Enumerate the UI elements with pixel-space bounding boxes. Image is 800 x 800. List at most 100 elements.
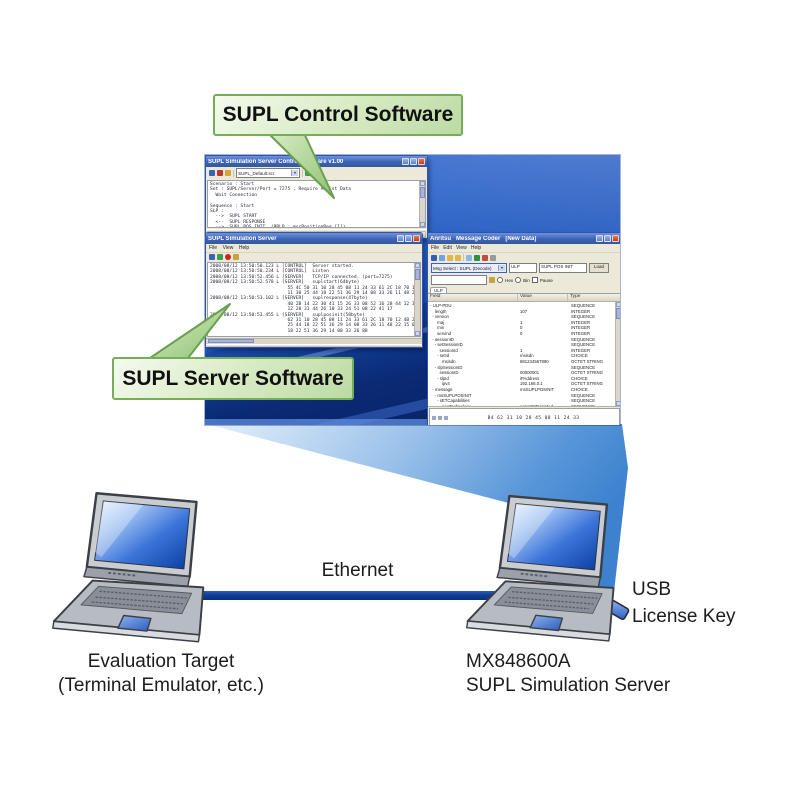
toolbar-icon bbox=[209, 170, 215, 176]
scroll-thumb bbox=[415, 269, 420, 280]
callout-label: SUPL Control Software bbox=[222, 103, 454, 126]
toolbar-icon bbox=[447, 254, 453, 261]
message-select-value: Msg Select : SUPL (Decode) bbox=[433, 265, 492, 271]
hex-preview-pane: B4 62 31 10 28 45 08 11 24 33 bbox=[429, 408, 620, 425]
caption-line: MX848600A bbox=[466, 651, 571, 672]
pause-checkbox bbox=[531, 277, 538, 283]
scenario-combo-value: SUPL_Default.scr bbox=[238, 170, 275, 176]
scroll-thumb bbox=[420, 187, 425, 198]
scroll-up-icon bbox=[420, 181, 425, 186]
radio-hex bbox=[497, 277, 503, 283]
window-message-decoder: Anritsu Message Coder [New Data] File Ed… bbox=[427, 232, 620, 425]
scrollbar bbox=[414, 263, 420, 336]
script-text: Scenario : Start Set : SUPL/Server/Port … bbox=[210, 182, 352, 228]
toolbar-icon bbox=[482, 254, 488, 261]
tree-value-column: 107 1 0 0 1 msisdn 881234567890 00000001… bbox=[520, 308, 555, 407]
column-header-type: Type bbox=[570, 294, 581, 299]
simulation-server-caption: MX848600A SUPL Simulation Server bbox=[466, 650, 766, 698]
search-input bbox=[431, 275, 487, 285]
scroll-down-icon bbox=[616, 401, 620, 406]
decode-tree: - ULP-PDU length - version maj min servi… bbox=[428, 302, 620, 407]
search-row: Hex Bin Pause bbox=[428, 274, 620, 286]
status-text: Ready bbox=[207, 345, 421, 347]
minimize-button-icon bbox=[402, 158, 409, 165]
toolbar-separator bbox=[463, 254, 464, 261]
callout-label: SUPL Server Software bbox=[122, 366, 344, 390]
log-text: 2008/08/12 13:50:50.123 L [CONTROL] Serv… bbox=[210, 264, 417, 334]
callout-tail-control bbox=[267, 132, 335, 199]
radio-bin-label: Bin bbox=[523, 277, 530, 283]
chevron-down-icon: ▾ bbox=[498, 265, 505, 271]
maximize-button-icon bbox=[410, 158, 417, 165]
toolbar-separator bbox=[302, 169, 303, 177]
toolbar-separator bbox=[233, 169, 234, 177]
callout-tail-server bbox=[149, 303, 231, 359]
tree-type-column: SEQUENCE INTEGER SEQUENCE INTEGER INTEGE… bbox=[571, 303, 603, 407]
toolbar bbox=[206, 253, 422, 261]
scroll-down-icon bbox=[415, 331, 420, 336]
caption-line: (Terminal Emulator, etc.) bbox=[58, 675, 264, 696]
title-bar: SUPL Simulation Server bbox=[206, 233, 422, 244]
toolbar-icon bbox=[455, 254, 461, 261]
toolbar-icon bbox=[233, 254, 239, 260]
caption-line: Evaluation Target bbox=[87, 651, 235, 672]
scroll-down-icon bbox=[420, 222, 425, 227]
column-header-value: Value bbox=[518, 294, 568, 301]
desktop-wallpaper-bottom-strip bbox=[205, 419, 620, 425]
caption-line: License Key bbox=[632, 606, 736, 627]
toolbar-icon bbox=[466, 254, 472, 261]
toolbar-icon bbox=[209, 254, 215, 260]
hex-pane-icon bbox=[438, 416, 442, 420]
pause-checkbox-label: Pause bbox=[539, 277, 553, 283]
maximize-button-icon bbox=[604, 235, 611, 242]
maximize-button-icon bbox=[405, 235, 412, 242]
tab-strip: ULP bbox=[428, 286, 620, 294]
scenario-combo: SUPL_Default.scr ▾ bbox=[236, 168, 300, 178]
window-supl-server-log: SUPL Simulation Server File View Help 20… bbox=[205, 232, 423, 348]
binoculars-icon bbox=[489, 277, 495, 283]
horizontal-scrollbar bbox=[206, 338, 422, 344]
scroll-thumb bbox=[616, 308, 620, 319]
scroll-thumb bbox=[208, 339, 254, 343]
toolbar-icon bbox=[431, 254, 437, 261]
laptop-evaluation-target bbox=[52, 492, 205, 643]
caption-line: SUPL Simulation Server bbox=[466, 675, 671, 696]
ethernet-label: Ethernet bbox=[321, 560, 394, 581]
scrollbar bbox=[419, 181, 425, 227]
load-button: Load bbox=[589, 263, 609, 273]
desktop-screenshot: SUPL Simulation Server Control Software … bbox=[205, 155, 620, 425]
protocol-field: ULP bbox=[509, 263, 537, 273]
tree-header: Field Value Type bbox=[428, 294, 620, 302]
menu-bar: File Edit View Help bbox=[428, 244, 620, 253]
script-view: Scenario : Start Set : SUPL/Server/Port … bbox=[207, 180, 426, 228]
hex-pane-icon bbox=[432, 416, 436, 420]
laptop-simulation-server bbox=[465, 494, 615, 643]
toolbar-icon bbox=[225, 170, 231, 176]
title-bar: Anritsu Message Coder [New Data] bbox=[428, 233, 620, 244]
tab-ulp: ULP bbox=[430, 287, 447, 293]
ethernet-cable bbox=[190, 591, 502, 600]
close-button-icon bbox=[418, 158, 425, 165]
radio-bin bbox=[515, 277, 522, 283]
radio-hex-label: Hex bbox=[505, 277, 514, 283]
toolbar-icon bbox=[217, 170, 223, 176]
scrollbar bbox=[615, 302, 620, 406]
tree-field-column: - ULP-PDU length - version maj min servi… bbox=[430, 303, 472, 407]
toolbar-icon bbox=[217, 254, 223, 260]
chevron-down-icon: ▾ bbox=[291, 170, 298, 176]
callout-supl-control-software: SUPL Control Software bbox=[213, 94, 463, 136]
window-title: Anritsu Message Coder [New Data] bbox=[430, 235, 537, 242]
close-button-icon bbox=[612, 235, 619, 242]
message-select-combo: Msg Select : SUPL (Decode) ▾ bbox=[431, 263, 507, 273]
minimize-button-icon bbox=[596, 235, 603, 242]
toolbar-icon bbox=[490, 254, 496, 261]
message-field: SUPL POS INIT bbox=[539, 263, 587, 273]
record-icon bbox=[225, 254, 231, 260]
evaluation-target-caption: Evaluation Target (Terminal Emulator, et… bbox=[22, 650, 300, 698]
scroll-up-icon bbox=[616, 302, 620, 307]
hex-pane-icon bbox=[444, 416, 448, 420]
caption-line: USB bbox=[632, 579, 672, 600]
status-bar: Ready bbox=[206, 344, 422, 347]
